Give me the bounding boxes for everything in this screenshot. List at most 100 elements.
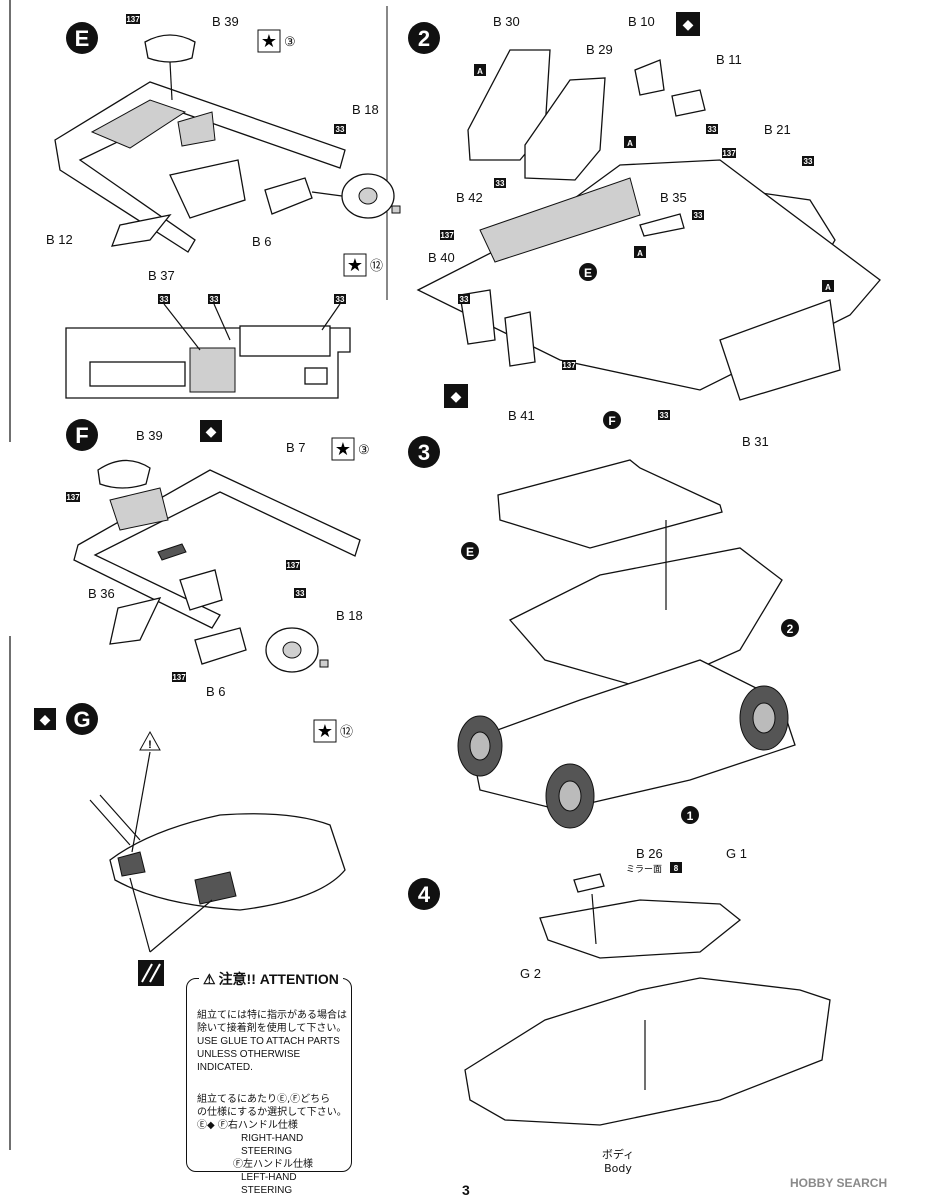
side-panel-b42: [479, 177, 641, 263]
runner-letter-badge: [634, 246, 646, 258]
part-b36-label: B 36: [88, 586, 115, 601]
glue-line-jp-1: 組立てには特に指示がある場合は: [197, 1010, 347, 1021]
part-b35: [639, 213, 685, 237]
diamond-icon: ◆: [683, 17, 694, 33]
mirror-b26: [573, 873, 605, 893]
dashboard-b12: [54, 81, 346, 253]
glue-line-jp-2: 除いて接着剤を使用して下さい。: [197, 1023, 347, 1034]
ref-number: 2: [787, 622, 794, 636]
part-label: B 30: [493, 14, 520, 29]
step-3-number: 3: [418, 440, 430, 465]
part-label: B 26: [636, 846, 663, 861]
part-b18-label: B 18: [336, 608, 363, 623]
leader: [213, 303, 231, 341]
star-icon: ★: [335, 439, 351, 460]
color-badge-text: 33: [336, 125, 345, 134]
option-direction-icon: [444, 384, 468, 408]
glue-instructions: 組立てには特に指示がある場合は 除いて接着剤を使用して下さい。 USE GLUE…: [197, 1009, 347, 1074]
dashboard-b7: [73, 469, 361, 629]
step-3: 3 E 2 1: [408, 436, 799, 829]
color-badge-text: 137: [126, 15, 140, 24]
runner-letter-badge: [474, 64, 486, 76]
runner-letter-badge: [624, 136, 636, 148]
leader: [169, 61, 173, 101]
color-badge-text: 33: [694, 211, 703, 220]
glovebox: [89, 361, 186, 387]
step-4-number: 4: [418, 882, 431, 907]
part-label: B 29: [586, 42, 613, 57]
color-badge: [706, 124, 718, 134]
option-direction-icon: [34, 708, 56, 730]
ref-letter: E: [584, 266, 592, 280]
color-badge-text: 33: [460, 295, 469, 304]
hub: [752, 702, 776, 734]
color-badge-text: 137: [172, 673, 186, 682]
leader: [311, 191, 343, 197]
part-label: B 31: [742, 434, 769, 449]
warning-icon: [139, 730, 161, 751]
lhd-en: LEFT-HAND STEERING: [241, 1172, 297, 1196]
color-badge: [692, 210, 704, 220]
part-b7-label: B 7: [286, 440, 306, 455]
vent: [304, 367, 328, 385]
hub: [558, 780, 582, 812]
color-badge-text: 33: [210, 295, 219, 304]
horn-decal-f: [319, 659, 329, 668]
ref-number: 1: [687, 809, 694, 823]
warning-icon-mark: !: [148, 739, 152, 751]
body-label-jp: ボディ: [601, 1148, 635, 1161]
color-badge: [172, 672, 186, 682]
ref-marker-e: [579, 263, 597, 281]
step-2-marker: [408, 22, 440, 54]
color-badge: [562, 360, 576, 370]
meter-hood-b39-f: [97, 459, 151, 489]
section-e-marker-letter: E: [75, 26, 90, 51]
color-badge: [334, 294, 346, 304]
diamond-icon: ◆: [40, 712, 51, 728]
attention-title: ⚠注意!! ATTENTION: [199, 969, 343, 989]
ref-marker-1: [681, 806, 699, 824]
attention-title-en: ATTENTION: [259, 971, 339, 987]
decal-ref: ⑫: [370, 258, 383, 273]
decal-ref: ③: [284, 34, 296, 49]
section-e-marker: [66, 22, 98, 54]
leader: [163, 303, 201, 351]
window-g1: [539, 899, 742, 959]
section-g-marker-letter: G: [73, 707, 90, 732]
star-icon: ★: [317, 721, 333, 742]
part-b6-label: B 6: [252, 234, 272, 249]
body-label: ボディ Body: [598, 1146, 638, 1175]
part-label: B 11: [716, 52, 742, 67]
car-front-hood: [109, 813, 346, 911]
ref-marker-f: [603, 411, 621, 429]
meter-hood-b39: [144, 34, 196, 63]
decal-ref: ⑫: [340, 724, 353, 739]
color-badge: [802, 156, 814, 166]
diamond-icon: ◆: [207, 1120, 215, 1131]
steering-choice: 組立てるにあたりⒺ,Ⓕどちら の仕様にするか選択して下さい。 Ⓔ◆ Ⓕ右ハンドル…: [197, 1093, 347, 1197]
section-f-marker: [66, 419, 98, 451]
front-marker-left: [117, 851, 146, 877]
radio-panel: [189, 347, 236, 393]
runner-letter: A: [627, 139, 633, 148]
decal-star-icon: [257, 29, 281, 53]
part-label: G 1: [726, 846, 747, 861]
meter-insert: [157, 543, 187, 561]
color-badge: [286, 560, 300, 570]
runner-letter: A: [637, 249, 643, 258]
hub: [469, 731, 491, 761]
part-b18-label: B 18: [352, 102, 379, 117]
step-2: 2 B 30 B 29 B 10 B 11 B 21 B 42 B 35 B 4…: [408, 12, 881, 449]
page-number: 3: [462, 1182, 470, 1198]
color-badge: [440, 230, 454, 240]
guide-lines: [89, 794, 141, 846]
leader: [149, 899, 213, 953]
rhd-en: RIGHT-HAND STEERING: [241, 1133, 304, 1157]
column-b6: [264, 177, 313, 215]
attention-box: ⚠注意!! ATTENTION 組立てには特に指示がある場合は 除いて接着剤を使…: [186, 969, 352, 1196]
dash-vents: [90, 99, 187, 149]
color-badge-text: 33: [804, 157, 813, 166]
shift-lever-b10: [634, 59, 665, 96]
body-shell: [464, 977, 831, 1126]
meter-panel: [177, 111, 216, 147]
